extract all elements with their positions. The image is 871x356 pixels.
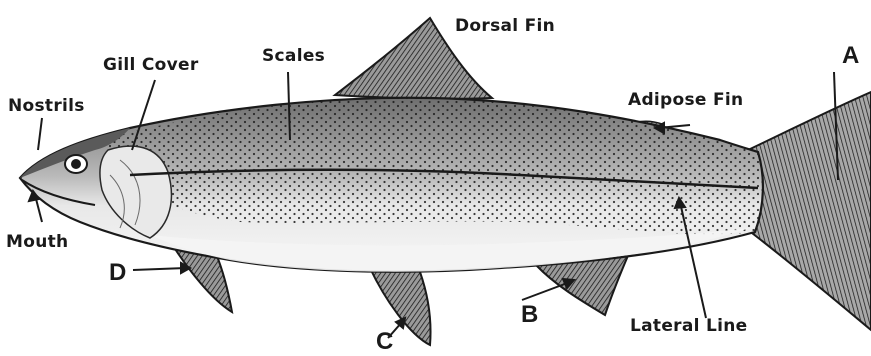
- lateral-line-label: Lateral Line: [630, 318, 747, 335]
- nostrils-pointer: [38, 118, 42, 150]
- scales-label: Scales: [262, 48, 325, 65]
- adipose-fin-label: Adipose Fin: [628, 92, 743, 109]
- fish-body-dots: [100, 98, 763, 235]
- label-a: A: [842, 44, 859, 68]
- b-pointer: [522, 282, 570, 300]
- d-pointer: [133, 268, 186, 270]
- gill-cover-label: Gill Cover: [103, 57, 199, 74]
- dorsal-fin-label: Dorsal Fin: [455, 18, 555, 35]
- label-d: D: [109, 261, 126, 285]
- nostrils-label: Nostrils: [8, 98, 85, 115]
- tail-fin: [748, 92, 871, 330]
- label-b: B: [521, 303, 538, 327]
- eye-pupil: [71, 159, 81, 169]
- mouth-label: Mouth: [6, 234, 68, 251]
- label-c: C: [376, 330, 393, 354]
